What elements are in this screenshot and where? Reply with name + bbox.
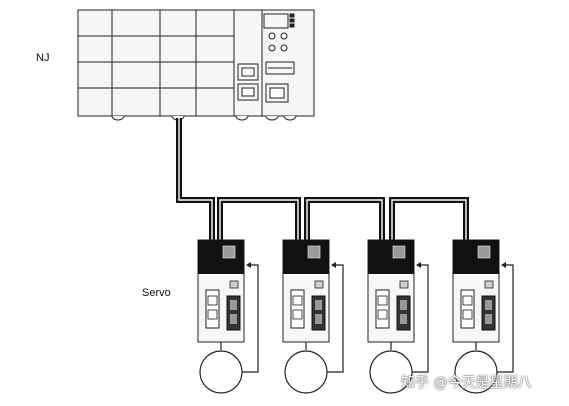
servo-motor bbox=[284, 350, 328, 394]
servo-top-block bbox=[283, 240, 329, 274]
ethercat-cables bbox=[176, 118, 469, 240]
cable-servo-3-to-servo-4 bbox=[389, 197, 469, 240]
indicator-circle bbox=[280, 32, 288, 40]
servo-terminal bbox=[462, 309, 473, 320]
servo-label: Servo bbox=[142, 287, 171, 299]
mounting-foot bbox=[265, 115, 279, 121]
servo-terminal bbox=[207, 309, 218, 320]
cable-servo-2-to-servo-3 bbox=[304, 197, 385, 240]
servo-display bbox=[477, 245, 491, 259]
servo-indicator bbox=[314, 280, 324, 289]
encoder-feedback-line bbox=[412, 264, 429, 373]
cable-core bbox=[306, 199, 383, 240]
servo-connector-slot bbox=[230, 300, 237, 310]
ethernet-port-opening bbox=[241, 67, 255, 77]
encoder-feedback-line bbox=[242, 264, 259, 373]
servo-indicator bbox=[399, 280, 409, 289]
mounting-foot bbox=[283, 115, 297, 121]
servo-drive-3 bbox=[367, 239, 429, 394]
servo-top-block bbox=[453, 240, 499, 274]
servo-connector-slot bbox=[315, 300, 322, 310]
status-led bbox=[289, 18, 295, 23]
servo-drive-1 bbox=[197, 239, 259, 394]
feedback-arrow bbox=[331, 262, 336, 268]
ethernet-port-opening bbox=[241, 87, 255, 97]
servo-terminal bbox=[292, 309, 303, 320]
servo-top-block bbox=[368, 240, 414, 274]
servo-display bbox=[307, 245, 321, 259]
cable-core bbox=[391, 199, 467, 240]
nj-controller bbox=[77, 9, 315, 121]
servo-terminal bbox=[377, 309, 388, 320]
servo-terminal bbox=[207, 295, 218, 306]
servo-connector-slot bbox=[400, 300, 407, 310]
mounting-foot bbox=[235, 115, 249, 121]
feedback-arrow bbox=[416, 262, 421, 268]
indicator-circle bbox=[268, 32, 276, 40]
servo-connector-slot bbox=[485, 300, 492, 310]
servo-drives bbox=[197, 239, 514, 394]
servo-top-block bbox=[198, 240, 244, 274]
servo-indicator bbox=[229, 280, 239, 289]
servo-terminal bbox=[377, 295, 388, 306]
status-led bbox=[289, 13, 295, 18]
cable-core bbox=[219, 199, 299, 240]
feedback-arrow bbox=[501, 262, 506, 268]
indicator-circle bbox=[280, 44, 288, 52]
servo-connector-slot bbox=[485, 314, 492, 324]
servo-connector-slot bbox=[230, 314, 237, 324]
servo-drive-2 bbox=[282, 239, 344, 394]
servo-indicator bbox=[484, 280, 494, 289]
cable-controller-to-servo-1 bbox=[176, 118, 215, 240]
servo-terminal bbox=[292, 295, 303, 306]
servo-motor bbox=[199, 350, 243, 394]
encoder-feedback-line bbox=[497, 264, 514, 373]
servo-connector-slot bbox=[315, 314, 322, 324]
servo-connector-slot bbox=[400, 314, 407, 324]
mounting-foot bbox=[111, 115, 125, 121]
cpu-status-panel bbox=[263, 13, 289, 29]
servo-display bbox=[222, 245, 236, 259]
encoder-feedback-line bbox=[327, 264, 344, 373]
cable-core bbox=[178, 118, 213, 240]
feedback-arrow bbox=[246, 262, 251, 268]
watermark-text: 知乎 @今天是星期八 bbox=[401, 375, 532, 391]
ethercat-port-opening bbox=[269, 87, 285, 99]
servo-display bbox=[392, 245, 406, 259]
indicator-circle bbox=[268, 44, 276, 52]
status-led bbox=[289, 23, 295, 28]
servo-drive-4 bbox=[452, 239, 514, 394]
cable-servo-1-to-servo-2 bbox=[217, 197, 301, 240]
controller-label: NJ bbox=[36, 52, 50, 64]
servo-terminal bbox=[462, 295, 473, 306]
